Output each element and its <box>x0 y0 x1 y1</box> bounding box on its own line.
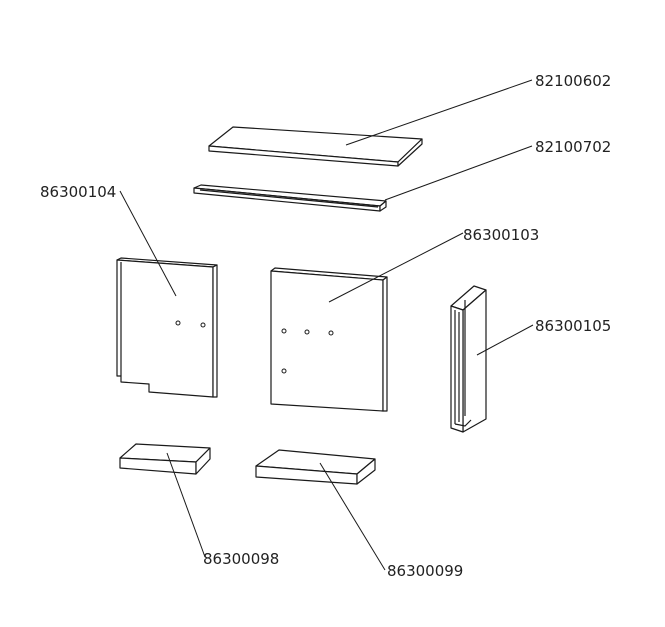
leader-rail <box>384 145 533 201</box>
label-small-brick: 86300098 <box>203 550 279 568</box>
label-back-panel: 86300103 <box>463 226 539 244</box>
leader-top-plate <box>345 79 533 146</box>
leader-large-brick <box>319 462 386 571</box>
leader-back-panel <box>328 232 464 303</box>
leader-left-panel <box>119 190 177 297</box>
back-panel-part <box>270 267 388 412</box>
label-rail: 82100702 <box>535 138 611 156</box>
side-panel-part <box>450 285 487 433</box>
leader-small-brick <box>166 452 206 558</box>
small-brick-part <box>119 443 211 475</box>
rail-part <box>193 184 387 212</box>
large-brick-part <box>255 449 376 485</box>
left-panel-part <box>116 257 218 398</box>
label-left-panel: 86300104 <box>40 183 116 201</box>
label-large-brick: 86300099 <box>387 562 463 580</box>
label-top-plate: 82100602 <box>535 72 611 90</box>
leader-lines <box>119 79 534 571</box>
label-side-panel: 86300105 <box>535 317 611 335</box>
top-plate-part <box>208 126 423 167</box>
leader-side-panel <box>476 324 534 356</box>
